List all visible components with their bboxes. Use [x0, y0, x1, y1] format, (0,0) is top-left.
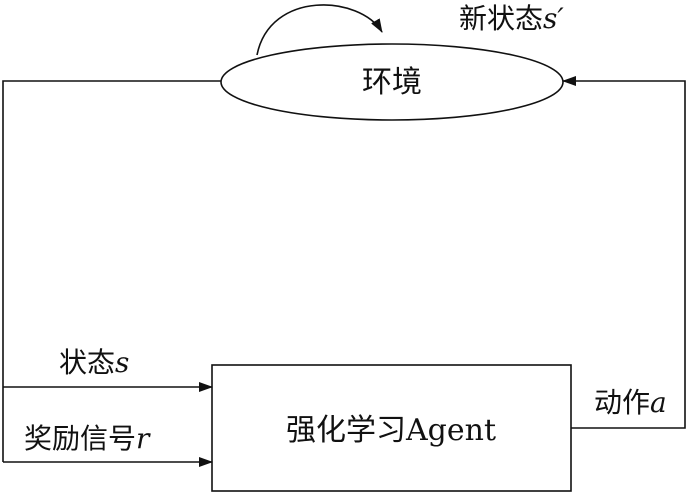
action-arrow	[562, 76, 686, 429]
feedback-left-line	[2, 80, 221, 462]
new-state-symbol: s′	[543, 2, 564, 35]
reward-text: 奖励信号	[24, 422, 136, 455]
self-loop-arrow	[256, 4, 383, 56]
action-symbol: a	[650, 386, 667, 419]
action-label: 动作a	[594, 386, 667, 419]
agent-node: 强化学习Agent	[211, 364, 572, 492]
reward-label: 奖励信号r	[24, 422, 151, 455]
state-label: 状态s	[59, 346, 129, 379]
new-state-text: 新状态	[459, 2, 543, 35]
new-state-label: 新状态s′	[459, 2, 564, 35]
environment-node: 环境	[220, 43, 564, 121]
environment-label: 环境	[362, 65, 422, 100]
action-text: 动作	[594, 386, 650, 419]
reward-symbol: r	[136, 422, 151, 455]
state-text: 状态	[59, 346, 115, 379]
agent-label: 强化学习Agent	[286, 413, 496, 448]
state-symbol: s	[115, 346, 129, 379]
